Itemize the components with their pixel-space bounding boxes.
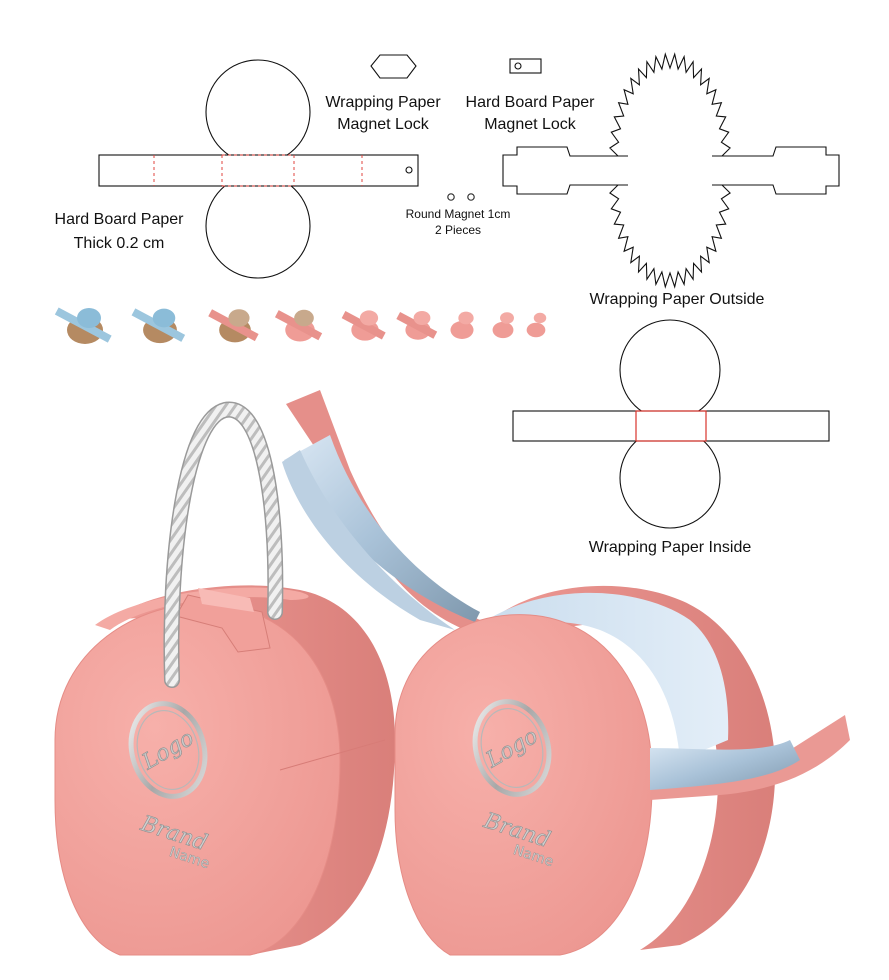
rope-handle-icon — [163, 401, 284, 688]
wrapping-outside-label: Wrapping Paper Outside — [590, 291, 765, 308]
assembly-step — [492, 312, 514, 339]
open-box — [282, 390, 850, 956]
magnet-icon — [447, 193, 475, 201]
magnet-pieces-label: 2 Pieces — [435, 223, 481, 237]
hardboard-magnet-lock-piece — [509, 58, 542, 74]
assembly-step — [341, 310, 386, 341]
wrapping-inside-dieline — [512, 319, 830, 529]
hardboard-magnet-lock-label: Hard Board Paper — [466, 94, 596, 111]
logo-emboss-icon — [128, 701, 208, 799]
wrapping-magnet-lock-label: Wrapping Paper — [325, 94, 441, 111]
logo-emboss-icon — [472, 699, 552, 797]
assembly-step — [274, 309, 323, 342]
assembly-steps — [54, 307, 547, 344]
assembly-step — [54, 307, 112, 344]
thickness-label: Thick 0.2 cm — [74, 235, 165, 252]
assembly-step — [208, 309, 259, 343]
assembly-step — [131, 308, 186, 344]
hardboard-magnet-lock-label-2: Magnet Lock — [484, 116, 577, 133]
assembly-step — [450, 311, 474, 339]
hard-board-dieline — [98, 59, 419, 279]
wrapping-magnet-lock-label-2: Magnet Lock — [337, 116, 430, 133]
wrapping-magnet-lock-piece — [370, 54, 417, 79]
closed-box — [54, 585, 395, 956]
round-magnet-label: Round Magnet 1cm — [406, 207, 511, 221]
hard-board-label: Hard Board Paper — [55, 211, 185, 228]
wrapping-outside-dieline — [502, 52, 840, 289]
assembly-step — [396, 311, 438, 340]
wrapping-inside-label: Wrapping Paper Inside — [589, 539, 752, 556]
assembly-step — [526, 312, 547, 338]
